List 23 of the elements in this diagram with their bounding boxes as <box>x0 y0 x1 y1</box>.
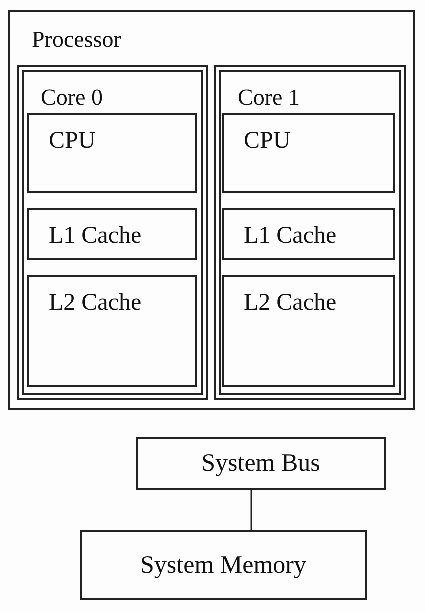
component-box <box>27 275 197 387</box>
box-label: L2 Cache <box>244 291 337 315</box>
component-box <box>136 437 386 490</box>
core-box <box>17 65 208 400</box>
connector-line <box>250 490 252 530</box>
component-box <box>27 208 197 260</box>
box-label: CPU <box>244 129 291 153</box>
component-box <box>8 10 415 410</box>
box-label: L1 Cache <box>244 224 337 248</box>
box-label: System Bus <box>202 451 320 476</box>
component-box <box>80 530 367 600</box>
box-label: L1 Cache <box>49 224 142 248</box>
box-label: System Memory <box>140 552 306 578</box>
box-label: CPU <box>49 129 96 153</box>
component-box <box>27 113 197 193</box>
box-label: Processor <box>32 28 122 51</box>
component-box <box>222 208 395 260</box>
core-box <box>214 65 406 400</box>
box-label: Core 0 <box>41 86 103 109</box>
box-label: Core 1 <box>238 86 300 109</box>
component-box <box>222 275 395 387</box>
component-box <box>222 113 395 193</box>
box-label: L2 Cache <box>49 291 142 315</box>
